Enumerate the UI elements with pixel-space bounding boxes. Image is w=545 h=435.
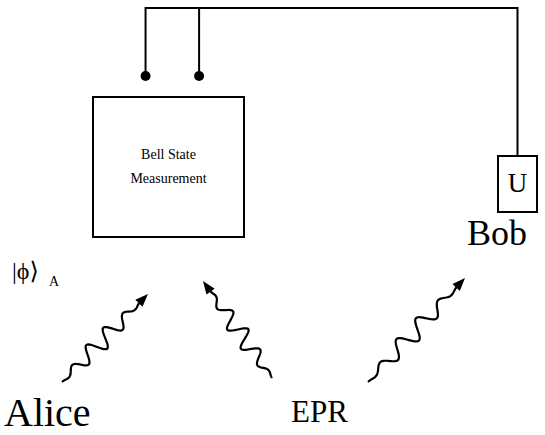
measurement-box: Bell State Measurement <box>92 96 245 238</box>
wire-branch <box>146 8 200 76</box>
source-label: EPR <box>291 396 348 427</box>
photon-arrow <box>203 281 272 378</box>
photon-arrow <box>62 294 148 382</box>
wire-terminal <box>194 71 204 81</box>
state-label: |ϕ⟩ <box>12 259 39 283</box>
classical-wire <box>199 8 517 155</box>
state-subscript: A <box>49 275 59 289</box>
node-text: U <box>508 160 528 207</box>
unitary-box: U <box>497 155 538 213</box>
photon-arrow <box>368 278 465 382</box>
party-label: Bob <box>467 215 527 251</box>
party-label: Alice <box>4 393 91 433</box>
wire-terminal <box>141 71 151 81</box>
node-text: Bell State Measurement <box>109 143 229 192</box>
